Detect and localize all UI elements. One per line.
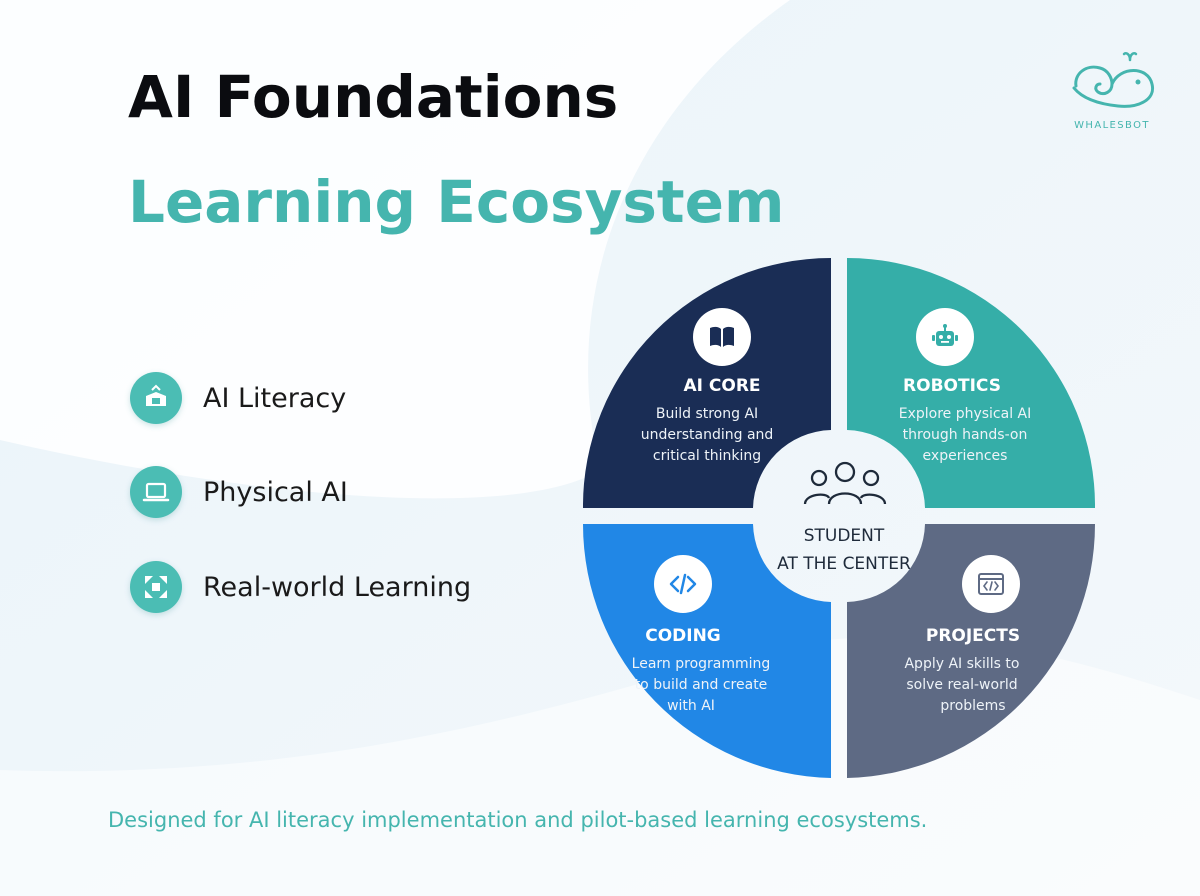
quadrant-description-line: critical thinking — [652, 448, 762, 464]
feature-label: Real-world Learning — [203, 572, 472, 603]
brand-logo: WHALESBOT — [1062, 46, 1162, 136]
literacy-icon — [130, 372, 182, 424]
quadrant-ai-core — [583, 258, 831, 508]
center-label: STUDENT AT THE CENTER — [754, 522, 934, 578]
feature-item-ai-literacy: AI Literacy — [130, 372, 490, 426]
whale-icon — [1072, 52, 1155, 108]
quadrant-description-line: with AI — [667, 698, 715, 714]
quadrant-title: CODING — [645, 626, 721, 646]
quadrant-description-line: understanding and — [640, 427, 774, 443]
laptop-icon — [130, 466, 182, 518]
quadrant-description-line: Learn programming — [631, 656, 771, 672]
feature-item-real-world-learning: Real-world Learning — [130, 561, 490, 615]
center-label-line1: STUDENT — [803, 526, 885, 546]
quadrant-title: ROBOTICS — [903, 376, 1001, 396]
brand-name: WHALESBOT — [1074, 120, 1150, 131]
quadrant-coding — [583, 524, 831, 778]
quadrant-description-line: Build strong AI — [655, 406, 759, 422]
quadrant-description-line: experiences — [922, 448, 1008, 464]
quadrant-description-line: problems — [940, 698, 1006, 714]
quadrant-description-line: through hands-on — [902, 427, 1028, 443]
expand-icon — [130, 561, 182, 613]
quadrant-robotics — [847, 258, 1095, 508]
code-window-icon — [962, 555, 1020, 613]
students-icon — [803, 461, 887, 505]
feature-label: AI Literacy — [203, 383, 347, 414]
page-subtitle: Learning Ecosystem — [128, 168, 785, 236]
quadrant-description-line: Apply AI skills to — [904, 656, 1020, 672]
feature-item-physical-ai: Physical AI — [130, 466, 490, 520]
robot-icon — [916, 308, 974, 366]
center-label-line2: AT THE CENTER — [777, 554, 911, 574]
ecosystem-diagram: AI CORE Build strong AI understanding an… — [583, 258, 1095, 778]
quadrant-title: PROJECTS — [925, 626, 1021, 646]
footer-note: Designed for AI literacy implementation … — [108, 808, 928, 832]
book-icon — [693, 308, 751, 366]
quadrant-description-line: to build and create — [634, 677, 768, 693]
page-title: AI Foundations — [128, 63, 619, 131]
quadrant-description-line: Explore physical AI — [898, 406, 1032, 422]
quadrant-description-line: solve real-world — [906, 677, 1018, 693]
quadrant-projects — [847, 524, 1095, 778]
quadrant-title: AI CORE — [683, 376, 761, 396]
code-icon — [654, 555, 712, 613]
feature-label: Physical AI — [203, 477, 348, 508]
